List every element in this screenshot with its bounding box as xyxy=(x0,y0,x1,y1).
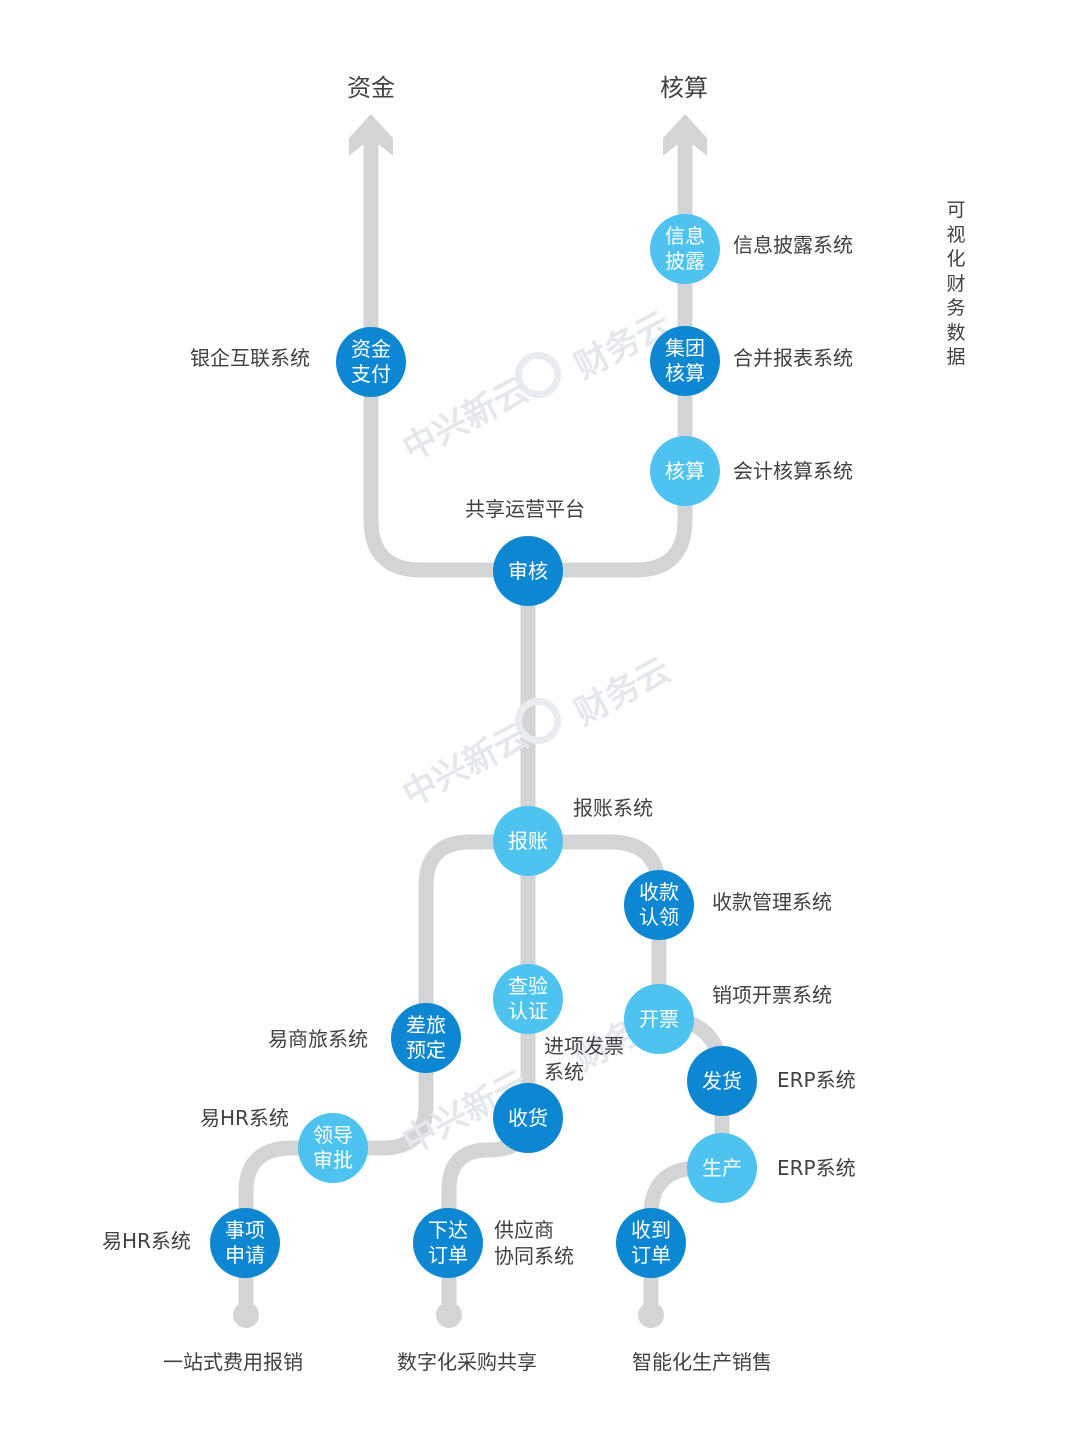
vertical-caption: 可视化财务数据 xyxy=(946,199,966,368)
top-title-funds: 资金 xyxy=(347,74,395,102)
label-input-invoice-system: 进项发票 系统 xyxy=(544,1034,624,1084)
bottom-label-procurement: 数字化采购共享 xyxy=(397,1350,537,1374)
label-info-disclosure-system: 信息披露系统 xyxy=(733,233,853,257)
top-title-accounting: 核算 xyxy=(660,74,708,102)
label-hr-request: 易HR系统 xyxy=(102,1229,191,1253)
node-production: 生产 xyxy=(687,1133,757,1203)
label-travel-system: 易商旅系统 xyxy=(268,1027,368,1051)
end-dot-procurement xyxy=(436,1302,462,1328)
label-reimbursement-system: 报账系统 xyxy=(573,796,653,820)
end-dot-sales xyxy=(638,1302,664,1328)
label-consolidation-system: 合并报表系统 xyxy=(733,346,853,370)
label-collection-system: 收款管理系统 xyxy=(712,890,832,914)
node-group-accounting: 集团 核算 xyxy=(650,326,720,396)
node-goods-receipt: 收货 xyxy=(493,1083,563,1153)
node-info-disclosure: 信息 披露 xyxy=(650,214,720,284)
node-reimbursement: 报账 xyxy=(493,806,563,876)
node-travel-booking: 差旅 预定 xyxy=(391,1003,461,1073)
label-erp-production: ERP系统 xyxy=(777,1156,856,1180)
label-shared-platform: 共享运营平台 xyxy=(465,497,585,521)
node-accounting: 核算 xyxy=(650,436,720,506)
label-output-invoice-system: 销项开票系统 xyxy=(712,983,832,1007)
label-accounting-system: 会计核算系统 xyxy=(733,459,853,483)
arrow-up-accounting xyxy=(663,114,707,156)
node-request: 事项 申请 xyxy=(210,1208,280,1278)
node-manager-approval: 领导 审批 xyxy=(298,1113,368,1183)
node-shipping: 发货 xyxy=(687,1046,757,1116)
node-invoicing: 开票 xyxy=(624,984,694,1054)
label-bank-enterprise: 银企互联系统 xyxy=(190,346,310,370)
node-funds-payment: 资金 支付 xyxy=(336,327,406,397)
label-hr-approval: 易HR系统 xyxy=(200,1106,289,1130)
label-erp-shipping: ERP系统 xyxy=(777,1068,856,1092)
node-place-order: 下达 订单 xyxy=(413,1208,483,1278)
node-audit: 审核 xyxy=(493,536,563,606)
bottom-label-sales: 智能化生产销售 xyxy=(632,1350,772,1374)
arrow-up-funds xyxy=(349,114,393,156)
track-expense xyxy=(238,834,536,1323)
node-payment-claim: 收款 认领 xyxy=(624,870,694,940)
label-supplier-system: 供应商 协同系统 xyxy=(494,1218,574,1268)
node-verification: 查验 认证 xyxy=(493,964,563,1034)
bottom-label-expense: 一站式费用报销 xyxy=(163,1350,303,1374)
track-sales xyxy=(520,834,730,1323)
node-receive-order: 收到 订单 xyxy=(616,1208,686,1278)
end-dot-expense xyxy=(233,1302,259,1328)
track-funds xyxy=(363,132,536,578)
track-accounting xyxy=(520,132,693,578)
